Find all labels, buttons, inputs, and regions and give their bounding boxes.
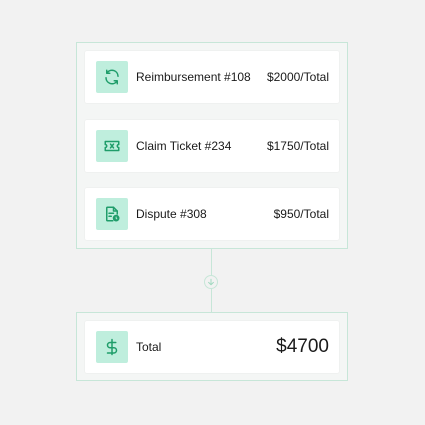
total-group: Total $4700 xyxy=(76,312,348,381)
line-item-dispute[interactable]: Dispute #308 $950/Total xyxy=(85,188,339,240)
total-card: Total $4700 xyxy=(85,321,339,373)
arrow-down-icon xyxy=(204,275,218,289)
dollar-icon xyxy=(96,331,128,363)
line-item-amount: $2000/Total xyxy=(266,70,329,84)
line-item-claim-ticket[interactable]: Claim Ticket #234 $1750/Total xyxy=(85,120,339,172)
line-items-group: Reimbursement #108 $2000/Total Claim Tic… xyxy=(76,42,348,249)
line-item-label: Claim Ticket #234 xyxy=(136,139,232,153)
line-item-amount: $1750/Total xyxy=(266,139,329,153)
ticket-icon xyxy=(96,130,128,162)
refresh-icon xyxy=(96,61,128,93)
total-label: Total xyxy=(136,340,162,354)
line-item-amount: $950/Total xyxy=(273,207,329,221)
line-item-label: Dispute #308 xyxy=(136,207,207,221)
line-item-reimbursement[interactable]: Reimbursement #108 $2000/Total xyxy=(85,51,339,103)
total-amount: $4700 xyxy=(276,336,329,357)
document-clock-icon xyxy=(96,198,128,230)
line-item-label: Reimbursement #108 xyxy=(136,70,251,84)
